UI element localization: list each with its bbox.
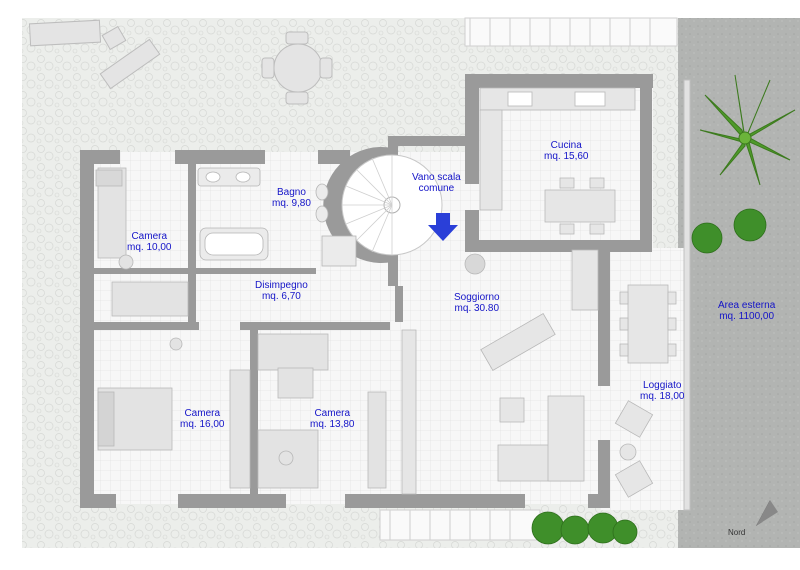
room-area: mq. 6,70 [261, 291, 301, 302]
room-area: mq. 15,60 [544, 151, 589, 162]
room-label-cucina: Cucina mq. 15,60 [544, 140, 588, 162]
kitchen-furniture [479, 87, 636, 235]
palm-plant [699, 74, 796, 186]
entry-steps-bottom [379, 509, 541, 541]
room-name: Cucina [550, 140, 582, 151]
room-name: Bagno [277, 187, 306, 198]
entry-steps-top [464, 17, 678, 47]
room-name: Vano scala [412, 172, 461, 183]
room-name: Loggiato [643, 380, 682, 391]
room-area: comune [418, 183, 455, 194]
room-label-bagno: Bagno mq. 9,80 [272, 187, 311, 209]
room-area: mq. 1100,00 [719, 311, 775, 322]
room-name: Area esterna [718, 300, 776, 311]
room-label-camera-1: Camera mq. 10,00 [127, 231, 171, 253]
room-label-vano-scala: Vano scala comune [412, 172, 461, 194]
room-name: Camera [131, 231, 168, 242]
bedroom-furniture [95, 167, 387, 489]
bathroom-fixtures [197, 167, 357, 267]
room-label-area-esterna: Area esterna mq. 1100,00 [718, 300, 775, 322]
entrance-arrow-icon [428, 213, 458, 241]
room-area: mq. 9,80 [272, 198, 311, 209]
room-label-soggiorno: Soggiorno mq. 30.80 [454, 292, 500, 314]
compass-label: Nord [728, 528, 746, 537]
living-furniture [401, 249, 599, 495]
room-area: mq. 16,00 [180, 419, 225, 430]
room-name: Camera [184, 408, 221, 419]
room-label-camera-3: Camera mq. 13,80 [310, 408, 354, 430]
compass-north-icon [756, 500, 778, 526]
room-area: mq. 10,00 [127, 242, 172, 253]
room-area: mq. 30.80 [454, 303, 500, 314]
external-area-ground [678, 18, 800, 565]
room-area: mq. 13,80 [310, 419, 355, 430]
shrubs [531, 208, 767, 545]
room-area: mq. 18,00 [640, 391, 685, 402]
room-label-camera-2: Camera mq. 16,00 [180, 408, 224, 430]
room-label-disimpegno: Disimpegno mq. 6,70 [255, 280, 308, 302]
room-name: Camera [314, 408, 351, 419]
room-label-loggiato: Loggiato mq. 18,00 [640, 380, 684, 402]
spiral-staircase [323, 147, 443, 263]
loggia-furniture [614, 284, 677, 498]
garden-furniture [28, 19, 333, 105]
room-name: Soggiorno [454, 292, 500, 303]
room-name: Disimpegno [255, 280, 308, 291]
